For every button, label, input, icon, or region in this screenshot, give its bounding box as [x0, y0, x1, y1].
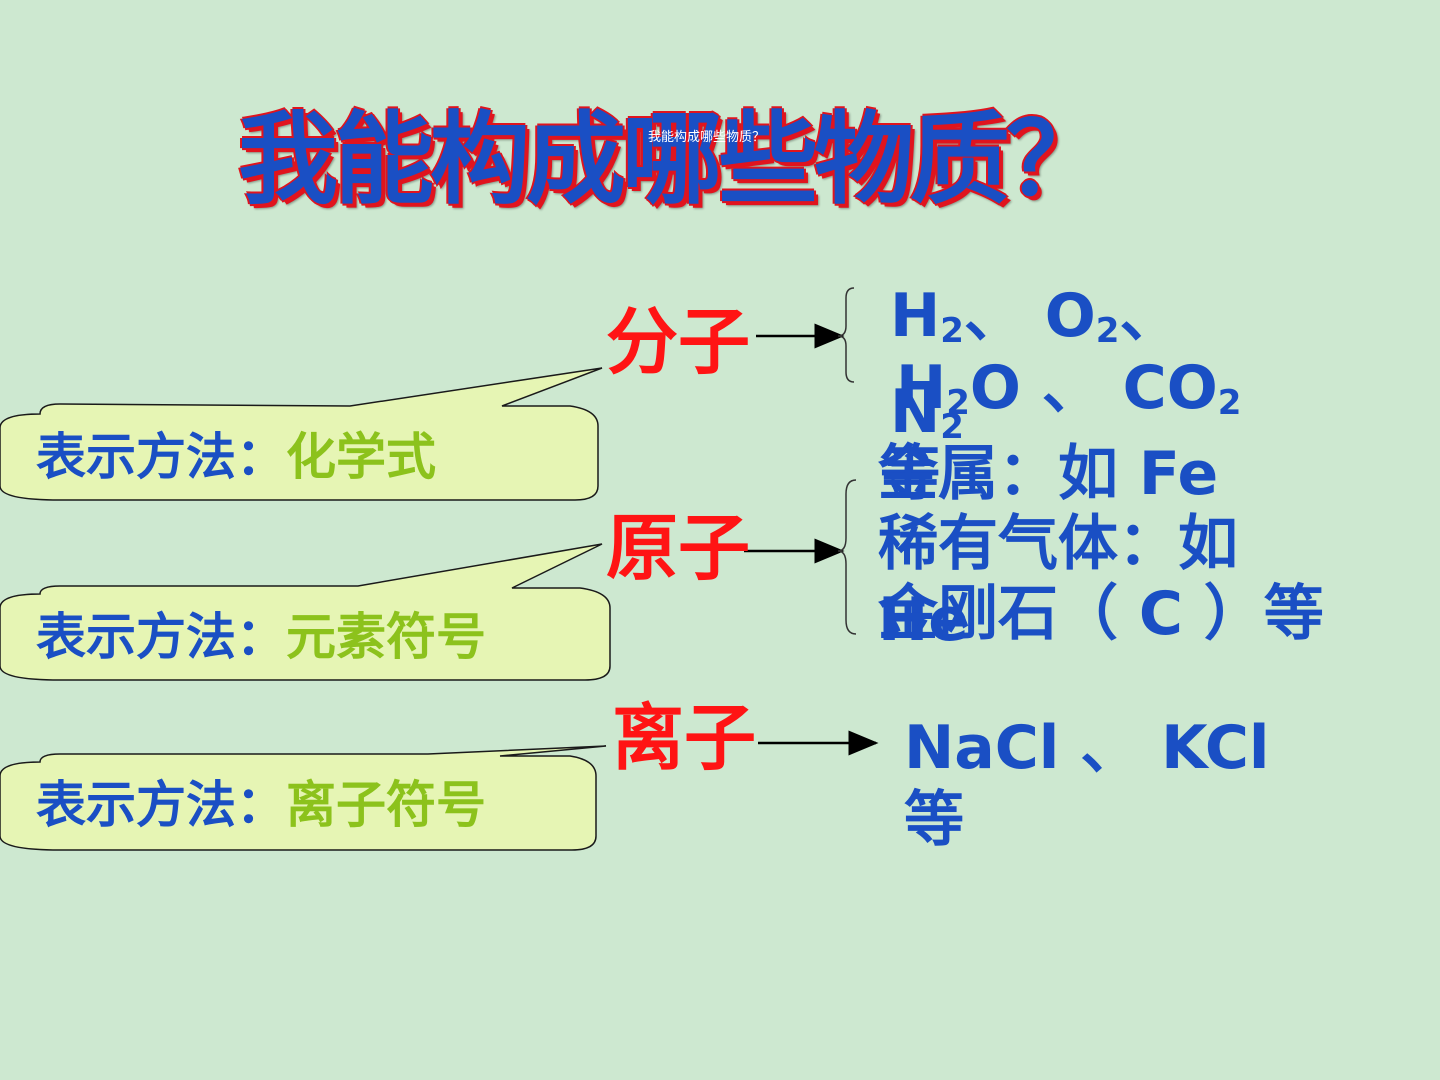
method-value-element-symbol: 元素符号	[286, 608, 486, 666]
callout-molecule: 表示方法：化学式	[36, 432, 436, 482]
callout-atom: 表示方法：元素符号	[36, 612, 486, 662]
method-label: 表示方法：	[36, 428, 286, 486]
term-molecule: 分子	[606, 300, 751, 384]
brace-molecule	[837, 287, 855, 383]
method-value-formula: 化学式	[286, 428, 436, 486]
atom-example-metal: 金属：如 Fe	[878, 439, 1219, 509]
molecule-example-line2: N2	[890, 377, 964, 447]
atom-example-noble-gas: 稀有气体：如	[878, 509, 1238, 579]
term-atom: 原子	[606, 506, 751, 590]
method-label: 表示方法：	[36, 776, 286, 834]
ion-example-line2: 等	[904, 785, 964, 855]
ion-example-line1: NaCl 、 KCl	[904, 713, 1270, 783]
callout-molecule-bubble	[0, 367, 603, 501]
brace-atom	[837, 479, 857, 635]
callout-ion-bubble	[0, 745, 607, 851]
molecule-example-line1: H2、 O2、	[890, 281, 1180, 351]
page-title: 我能构成哪些物质？	[238, 101, 1106, 218]
term-ion: 离子	[612, 696, 757, 780]
callout-atom-bubble	[0, 543, 611, 681]
atom-example-diamond: 金刚石（ C ）等	[878, 579, 1324, 649]
atom-example-he: He	[878, 585, 969, 655]
method-value-ion-symbol: 离子符号	[286, 776, 486, 834]
molecule-example-line3: H2O 、 CO2	[896, 353, 1242, 423]
title-placeholder-text: 我能构成哪些物质？	[648, 130, 766, 145]
callout-ion: 表示方法：离子符号	[36, 780, 486, 830]
method-label: 表示方法：	[36, 608, 286, 666]
molecule-example-line4: 等	[880, 439, 940, 509]
